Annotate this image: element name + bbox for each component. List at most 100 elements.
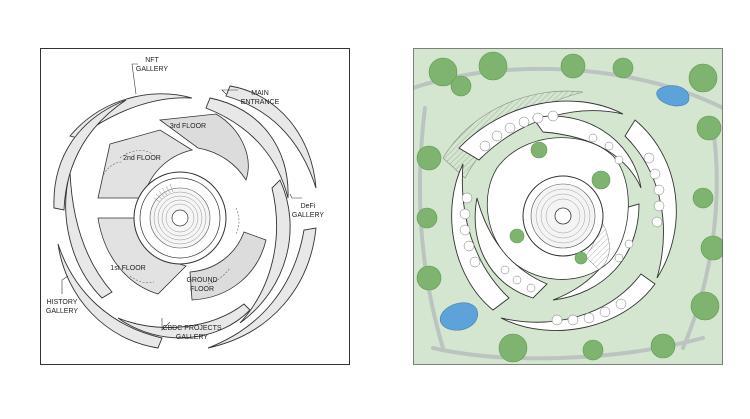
tree-13 <box>498 333 528 363</box>
pond-northeast <box>656 85 690 107</box>
pod-24 <box>588 133 598 143</box>
pod-4 <box>518 116 530 128</box>
wing-main-entrance <box>205 97 289 199</box>
site-wing-7 <box>474 197 548 299</box>
tree-14 <box>416 265 442 291</box>
site-ramp <box>535 188 591 244</box>
label-cbdc-1: CBDC PROJECTS <box>162 325 221 332</box>
trees <box>416 51 723 363</box>
tree-10 <box>690 291 720 321</box>
wing-cbdc <box>117 303 251 339</box>
dash-5 <box>207 267 231 285</box>
pod-8 <box>649 168 661 180</box>
label-history-2: GALLERY <box>46 308 78 315</box>
label-ground-2: FLOOR <box>190 286 214 293</box>
stair-tick-5 <box>165 185 171 194</box>
pod-14 <box>583 312 595 324</box>
site-plan-svg <box>413 48 723 365</box>
dash-2 <box>101 161 123 179</box>
leader-defi <box>289 193 302 199</box>
ramp-ring-3 <box>161 199 199 237</box>
dash-1 <box>119 150 153 159</box>
tree-7 <box>696 115 722 141</box>
label-history-1: HISTORY <box>47 299 78 306</box>
tree-9 <box>700 235 723 261</box>
path-west <box>417 106 445 350</box>
pod-7 <box>643 152 655 164</box>
pod-13 <box>599 306 611 318</box>
plan-labels: NFT GALLERY MAIN ENTRANCE 3rd FLOOR 2nd … <box>46 57 324 341</box>
pod-6 <box>547 110 559 122</box>
tree-11 <box>650 333 676 359</box>
tree-6 <box>688 63 718 93</box>
pod-11 <box>651 216 663 228</box>
leader-lines <box>61 63 302 331</box>
ramp-ring-4 <box>165 203 195 233</box>
site-ramp-2 <box>540 193 586 239</box>
site-wing-2 <box>624 119 677 279</box>
site-rotunda <box>522 175 604 257</box>
stair-ticks <box>153 183 174 203</box>
tree-3 <box>478 51 508 81</box>
pod-26 <box>526 283 536 293</box>
floor-plan-svg: NFT GALLERY MAIN ENTRANCE 3rd FLOOR 2nd … <box>40 48 350 365</box>
water-features <box>440 85 690 331</box>
tree-12 <box>582 339 604 361</box>
wing-outer-d <box>57 243 163 349</box>
stair-tick-6 <box>169 183 174 193</box>
pod-1 <box>479 140 491 152</box>
pod-10 <box>653 200 665 212</box>
ramp-ring-2 <box>157 195 203 241</box>
leader-cbdc <box>161 318 171 331</box>
pod-12 <box>615 298 627 310</box>
floor-areas <box>97 113 267 301</box>
pod-28 <box>624 239 634 249</box>
tree-20 <box>574 251 588 265</box>
pod-21 <box>461 192 473 204</box>
wing-defi <box>239 179 291 324</box>
rotunda-core <box>171 209 189 227</box>
pod-17 <box>469 256 481 268</box>
ramp-ring-1 <box>153 191 207 245</box>
pod-16 <box>551 314 563 326</box>
stair-tick-1 <box>153 197 161 203</box>
tree-16 <box>416 145 442 171</box>
tree-2 <box>450 75 472 97</box>
label-ground-1: GROUND <box>186 277 217 284</box>
stair-tick-3 <box>158 190 165 198</box>
pod-22 <box>604 141 614 151</box>
label-floor1: 1st FLOOR <box>110 265 145 272</box>
tree-19 <box>509 228 525 244</box>
site-ramp-1 <box>535 188 591 244</box>
leader-history <box>61 275 69 294</box>
pod-19 <box>459 224 471 236</box>
pod-29 <box>614 253 624 263</box>
tree-15 <box>416 207 438 229</box>
label-floor2: 2nd FLOOR <box>123 155 161 162</box>
leader-nft <box>131 63 138 95</box>
pod-18 <box>463 240 475 252</box>
dash-3 <box>235 207 240 235</box>
tree-4 <box>560 53 586 79</box>
pod-15 <box>567 314 579 326</box>
label-main-2: ENTRANCE <box>241 99 280 106</box>
label-cbdc-2: GALLERY <box>176 334 208 341</box>
pod-2 <box>491 130 503 142</box>
pod-20 <box>459 208 471 220</box>
site-rotunda-core <box>554 207 572 225</box>
tree-18 <box>591 170 611 190</box>
site-wing-4 <box>451 163 510 311</box>
stair-tick-4 <box>161 187 168 196</box>
pod-27 <box>500 265 510 275</box>
pod-5 <box>532 112 544 124</box>
spiral-wings <box>53 85 317 349</box>
tree-5 <box>612 57 634 79</box>
tree-1 <box>428 57 458 87</box>
label-nft-1: NFT <box>145 57 159 64</box>
leader-main <box>221 89 238 95</box>
site-plan-render <box>413 48 723 365</box>
site-wing-1 <box>458 100 624 161</box>
site-wing-5 <box>532 115 642 189</box>
label-nft-2: GALLERY <box>136 66 168 73</box>
central-rotunda <box>133 171 227 265</box>
